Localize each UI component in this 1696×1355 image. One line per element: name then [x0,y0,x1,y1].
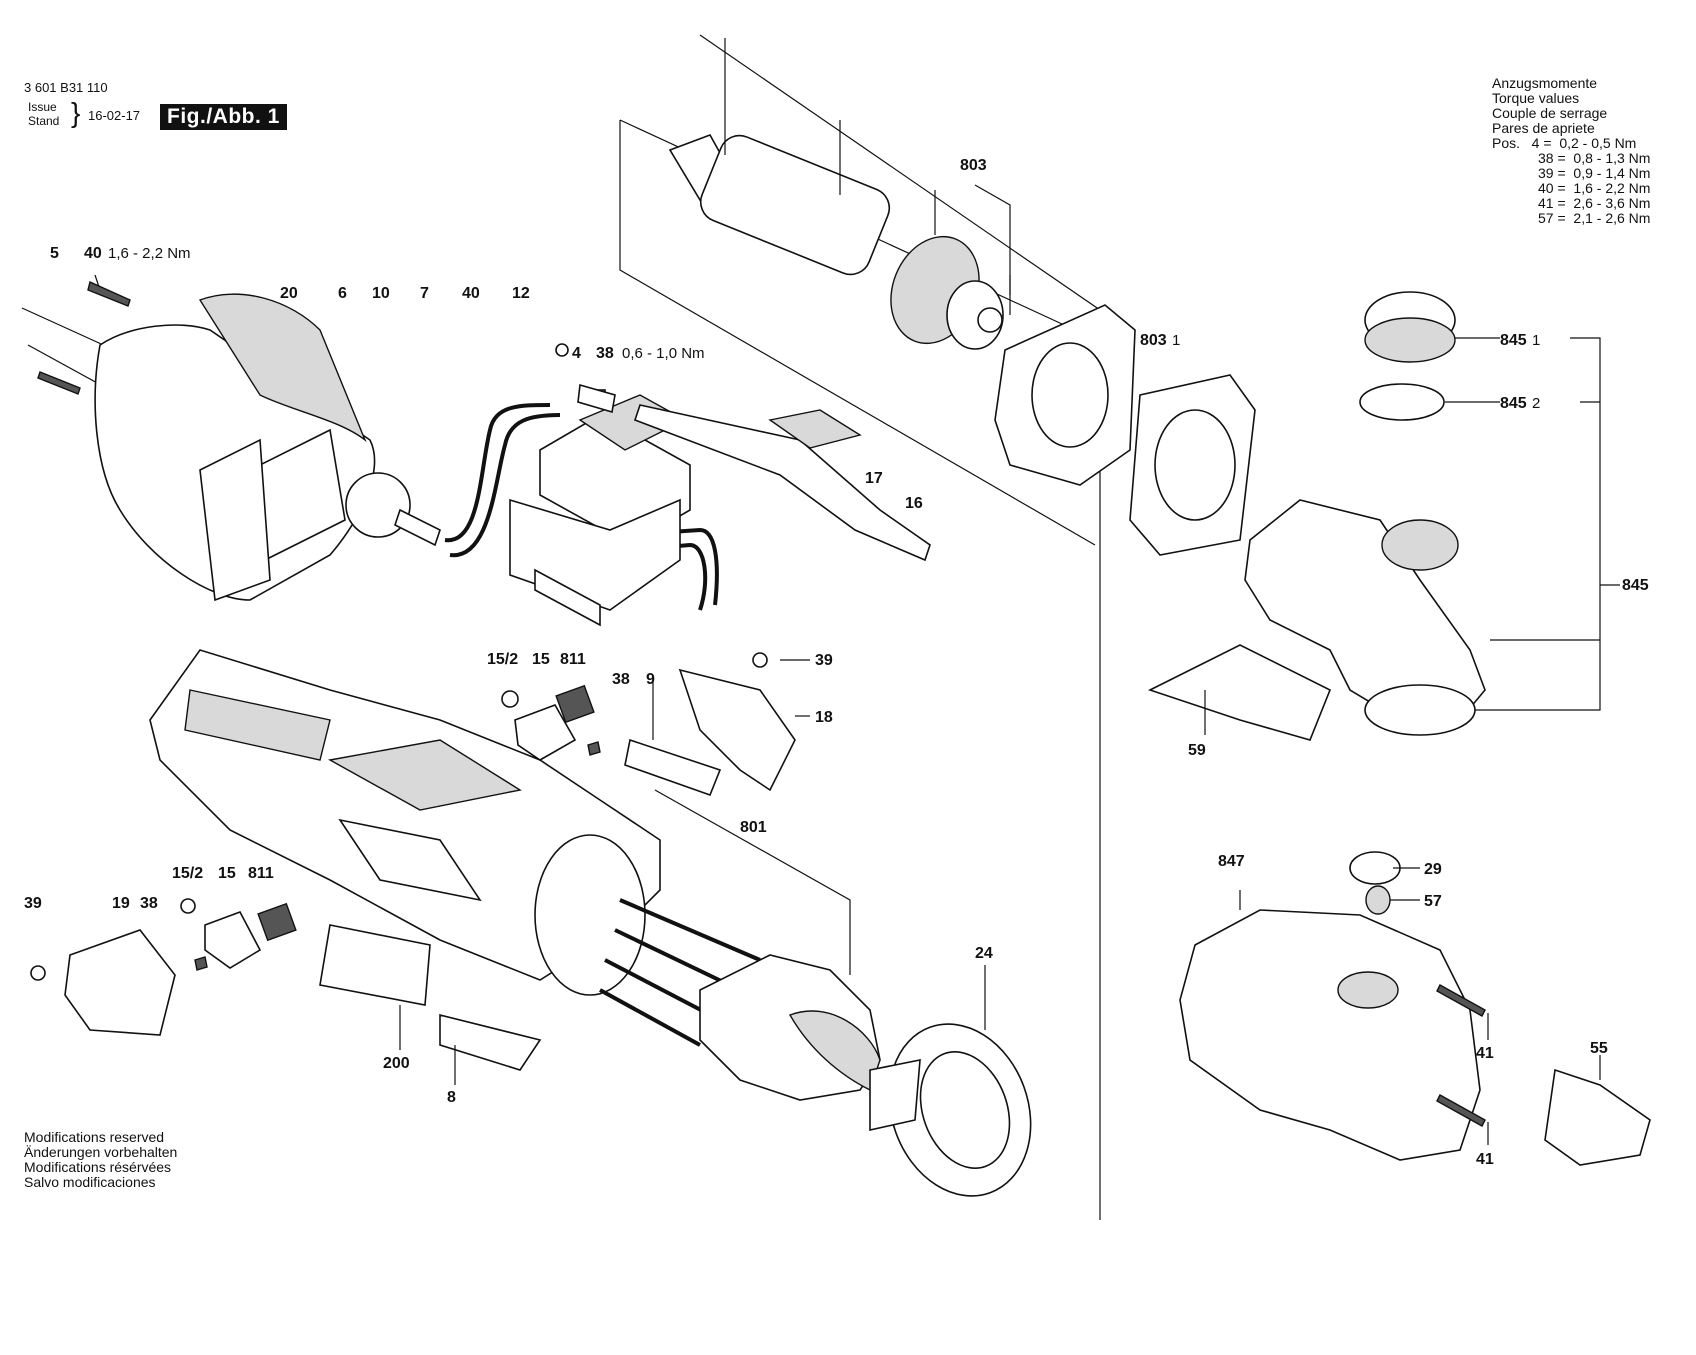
part-label: 845 [1622,577,1649,594]
part-label: 39 [24,895,42,912]
part-label: 38 [612,671,630,688]
part-label: 9 [646,671,655,688]
part-label: 29 [1424,861,1442,878]
torque-row: 40 = 1,6 - 2,2 Nm [1538,180,1651,196]
part-label: 4 [572,345,581,362]
part-label: 15 [532,651,550,668]
torque-row: 41 = 2,6 - 3,6 Nm [1538,195,1651,211]
part-label: 7 [420,285,429,302]
part-label: 10 [372,285,390,302]
housing-cap [21,274,376,602]
modifications-line: Salvo modificaciones [24,1174,156,1190]
part-label: 15/2 [172,865,203,882]
part-label: 40 [462,285,480,302]
torque-line: Anzugsmomente [1492,75,1598,91]
torque-annotation: 1,6 - 2,2 Nm [108,245,191,262]
part-label: 811 [560,651,586,668]
part-sublabel: 1 [1532,332,1540,349]
part-labels: 5 40 1,6 - 2,2 Nm 20 6 10 7 40 12 4 38 0… [24,157,1649,1168]
part-label: 15/2 [487,651,518,668]
torque-annotation: 0,6 - 1,0 Nm [622,345,705,362]
part-label: 811 [248,865,274,882]
cable-assembly [345,403,719,611]
leader-lines [780,337,1620,1145]
part-label: 847 [1218,853,1245,870]
stand-label: Stand [28,114,60,128]
modifications-line: Modifications résérvées [24,1159,172,1175]
armature-assembly [619,34,1256,1220]
issue-label: Issue [28,100,57,114]
modifications-line: Änderungen vorbehalten [24,1144,178,1160]
gear-head [1147,291,1486,741]
field-coil [599,789,881,1101]
part-sublabel: 2 [1532,395,1540,412]
torque-row: 57 = 2,1 - 2,6 Nm [1538,210,1651,226]
part-label: 12 [512,285,530,302]
motor-housing [149,649,661,996]
slider-assembly [633,404,931,562]
part-label: 15 [218,865,236,882]
part-label: 59 [1188,742,1206,759]
torque-row: Pos. 4 = 0,2 - 0,5 Nm [1492,135,1637,151]
torque-line: Torque values [1492,90,1580,106]
part-label: 57 [1424,893,1442,910]
part-label: 17 [865,470,883,487]
gear-housing-lower [1179,851,1651,1166]
fan-ring [869,965,1032,1197]
part-label: 5 [50,245,59,262]
part-label: 39 [815,652,833,669]
part-label: 845 [1500,395,1527,412]
part-label: 40 [84,245,102,262]
modifications-line: Modifications reserved [24,1129,165,1145]
part-label: 16 [905,495,923,512]
part-label: 200 [383,1055,410,1072]
brush-assembly-upper [501,652,796,797]
part-label: 803 [1140,332,1167,349]
torque-row: 38 = 0,8 - 1,3 Nm [1538,150,1651,166]
issue-date: 16-02-17 [88,108,141,123]
part-label: 803 [960,157,987,174]
modifications-notice: Modifications reserved Änderungen vorbeh… [24,1130,177,1190]
part-label: 38 [596,345,614,362]
torque-legend: Anzugsmomente Torque values Couple de se… [1492,76,1650,226]
switch-module [509,343,691,627]
brush-assembly-lower [30,898,297,1036]
part-label: 41 [1476,1045,1494,1062]
part-label: 55 [1590,1040,1608,1057]
part-sublabel: 1 [1172,332,1180,349]
part-label: 20 [280,285,298,302]
figure-badge: Fig./Abb. 1 [160,104,287,130]
document-number: 3 601 B31 110 [24,80,108,95]
brace-icon: } [71,97,81,128]
torque-row: 39 = 0,9 - 1,4 Nm [1538,165,1651,181]
part-label: 18 [815,709,833,726]
part-label: 6 [338,285,347,302]
part-label: 801 [740,819,767,836]
label-plates [319,924,542,1085]
part-label: 24 [975,945,993,962]
part-label: 845 [1500,332,1527,349]
part-label: 41 [1476,1151,1494,1168]
part-label: 19 [112,895,130,912]
part-label: 38 [140,895,158,912]
part-label: 8 [447,1089,456,1106]
torque-line: Couple de serrage [1492,105,1608,121]
torque-line: Pares de apriete [1492,120,1595,136]
